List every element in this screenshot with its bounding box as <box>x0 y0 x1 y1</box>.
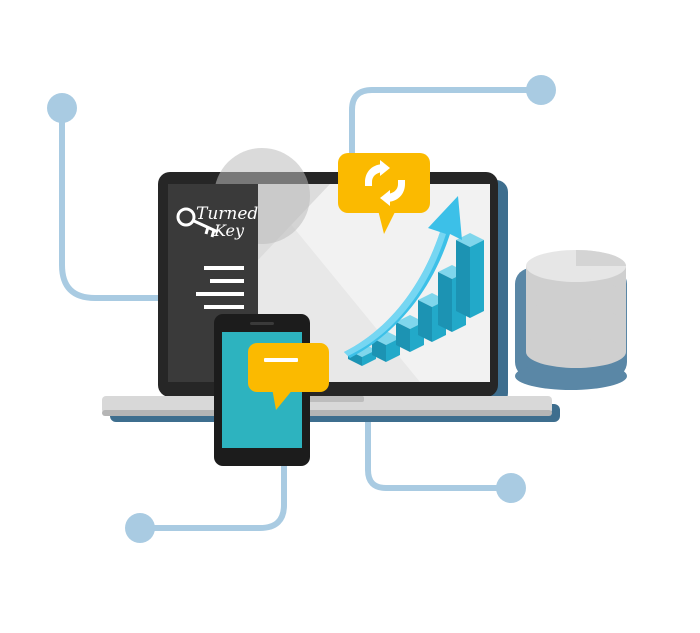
sync-icon <box>365 160 405 206</box>
laptop-icon <box>102 148 560 422</box>
chart-bars <box>348 233 484 366</box>
connector-dot <box>47 93 77 123</box>
connector-dot <box>496 473 526 503</box>
connector-dots <box>47 75 556 543</box>
connector-bottom-left <box>137 447 287 531</box>
connector-dot <box>526 75 556 105</box>
connector-top <box>349 87 543 163</box>
growth-arrow <box>344 196 462 358</box>
sidebar-menu <box>196 266 244 309</box>
connector-left <box>59 105 178 301</box>
connector-bottom-right <box>365 407 513 491</box>
sync-bubble <box>338 153 430 234</box>
logo-line2: Key <box>213 221 245 240</box>
logo-line1: Turned <box>196 204 258 224</box>
logo: Turned Key <box>176 204 258 240</box>
connector-lines <box>59 87 543 531</box>
database-icon <box>515 250 627 390</box>
chat-bubble-icon <box>248 343 329 410</box>
growth-chart-icon <box>344 196 484 366</box>
key-icon <box>176 207 219 238</box>
connector-dot <box>125 513 155 543</box>
